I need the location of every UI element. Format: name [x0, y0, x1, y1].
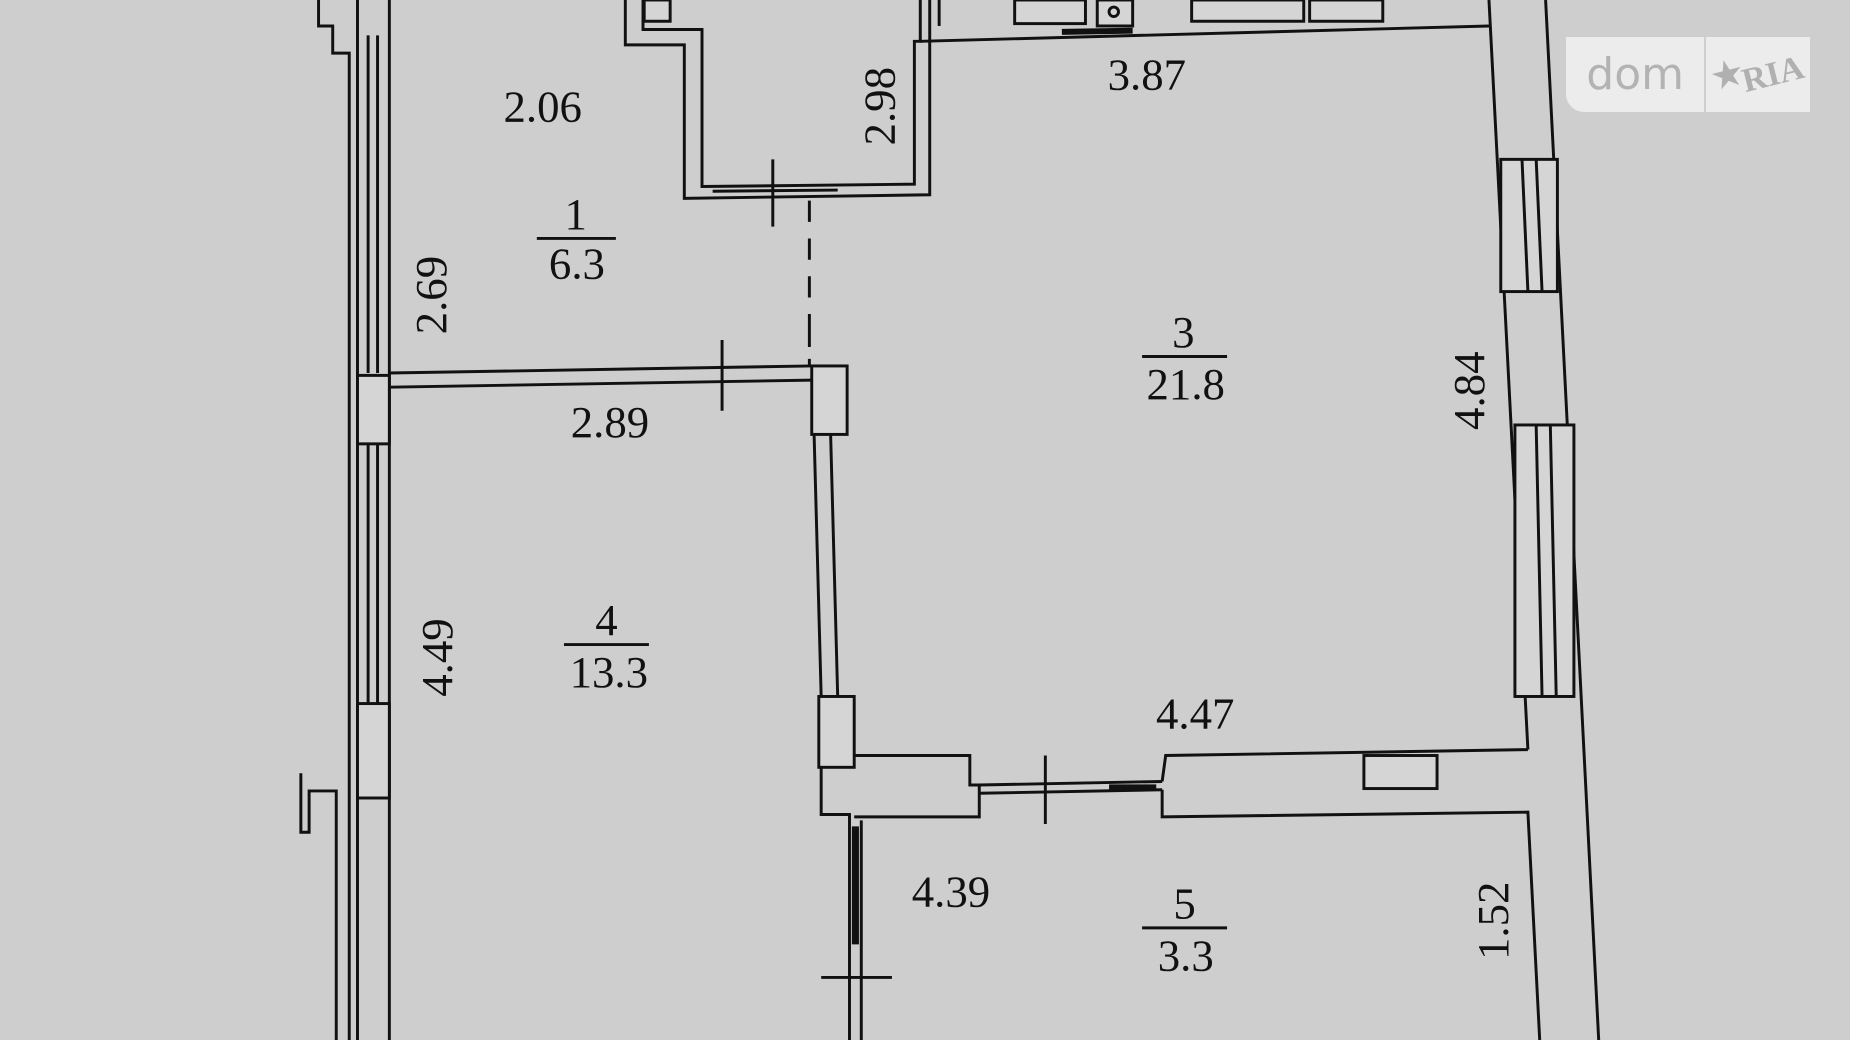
domria-watermark: dom ★RIA — [1566, 37, 1810, 112]
dimension-label: 4.84 — [1444, 352, 1494, 430]
bathroom-block — [623, 0, 932, 227]
dimension-label: 4.49 — [412, 618, 462, 696]
dimension-label: 2.98 — [854, 67, 904, 145]
right-wall — [1487, 0, 1601, 1040]
room-5-label: 5 3.3 — [1142, 878, 1228, 980]
room-4-label: 4 13.3 — [563, 595, 649, 697]
svg-text:1: 1 — [565, 189, 587, 239]
watermark-dom: dom — [1566, 37, 1705, 112]
svg-text:13.3: 13.3 — [570, 647, 648, 697]
svg-text:6.3: 6.3 — [549, 239, 605, 289]
room-1-label: 1 6.3 — [536, 189, 616, 289]
svg-text:3.3: 3.3 — [1158, 930, 1214, 980]
svg-text:4: 4 — [595, 595, 617, 645]
svg-text:5: 5 — [1173, 878, 1195, 928]
wall-room1-room4 — [389, 200, 812, 411]
svg-text:3: 3 — [1172, 307, 1194, 357]
dimension-label: 3.87 — [1108, 50, 1186, 100]
watermark-ria-logo: ★RIA — [1706, 37, 1810, 112]
dimension-label: 4.39 — [912, 867, 990, 917]
wall-room4-room3 — [810, 364, 892, 1040]
left-wall — [299, 0, 391, 1040]
dimension-label: 2.06 — [504, 82, 582, 132]
room-3-label: 3 21.8 — [1142, 307, 1228, 409]
dimension-label: 1.52 — [1468, 882, 1518, 960]
dimension-label: 2.89 — [571, 397, 649, 447]
wall-room3-room5 — [854, 748, 1542, 1040]
kitchen-counter — [920, 0, 1490, 43]
dimension-label: 4.47 — [1156, 688, 1234, 738]
dimension-label: 2.69 — [406, 256, 456, 334]
svg-text:21.8: 21.8 — [1147, 359, 1225, 409]
